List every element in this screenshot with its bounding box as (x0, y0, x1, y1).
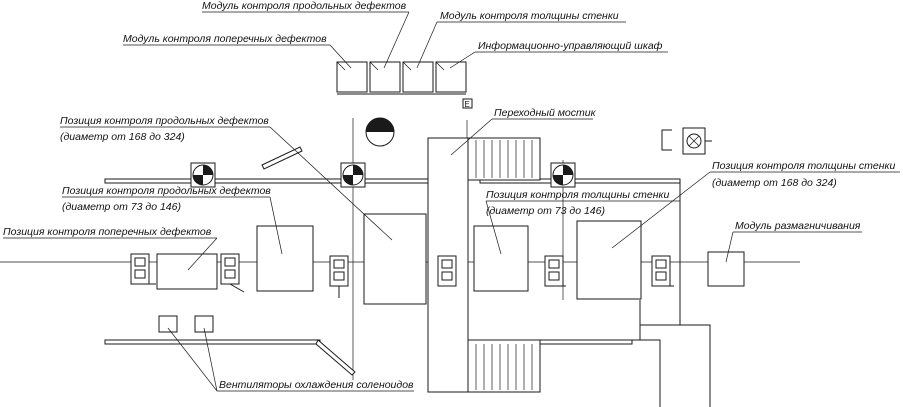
label-transverse-pos: Позиция контроля поперечных дефектов (3, 226, 212, 238)
lower-conveyor-rail (104, 339, 633, 376)
cooling-fan-2 (194, 315, 214, 333)
upper-stair-steps (475, 140, 533, 178)
wall-thickness-module-cabinet (402, 61, 434, 93)
roller-stand-3 (329, 255, 349, 298)
roller-stand-6 (651, 255, 674, 287)
wall-thickness-position-small (473, 225, 529, 292)
gauge-wheel-2 (340, 162, 366, 188)
grid-marker-label: E (465, 100, 470, 109)
roller-stand-5 (544, 255, 566, 287)
lower-stair-steps (475, 344, 533, 390)
label-wall-thickness-module: Модуль контроля толщины стенки (440, 10, 619, 22)
label-bridge: Переходный мостик (494, 107, 597, 119)
label-long-pos-large-line2: (диаметр от 168 до 324) (60, 131, 185, 143)
gauge-wheel-1 (190, 162, 216, 188)
longitudinal-position-large (363, 213, 427, 305)
upper-inclined-chute (261, 146, 303, 170)
label-control-cabinet: Информационно-управляющий шкаф (478, 40, 663, 52)
roller-stand-2 (220, 253, 245, 293)
gauge-wheel-3 (550, 162, 576, 188)
roller-stand-1 (130, 253, 156, 285)
label-wall-pos-small-line1: Позиция контроля толщины стенки (486, 189, 669, 201)
label-long-pos-small-line2: (диаметр от 73 до 146) (62, 201, 181, 213)
label-fans: Вентиляторы охлаждения соленоидов (219, 379, 414, 391)
labels: Модуль контроля продольных дефектов Моду… (3, 0, 895, 391)
leader-lines (3, 11, 900, 392)
cooling-fan-1 (158, 315, 178, 333)
module-cabinets (336, 61, 467, 95)
label-wall-pos-small-line2: (диаметр от 73 до 146) (486, 205, 605, 217)
label-longitudinal-module: Модуль контроля продольных дефектов (202, 0, 407, 12)
longitudinal-position-small (256, 225, 314, 292)
demag-module-block (707, 251, 745, 287)
label-demag-module: Модуль размагничивания (735, 220, 861, 232)
label-transverse-module: Модуль контроля поперечных дефектов (123, 33, 327, 45)
roller-stands (130, 253, 674, 298)
grid-marker: E (462, 98, 473, 109)
lower-inclined-chute (315, 339, 356, 376)
right-side-structure (632, 127, 712, 407)
cooling-fans (158, 315, 214, 333)
reference-circle (365, 117, 395, 147)
fan-unit-icon (682, 127, 712, 155)
label-long-pos-large-line1: Позиция контроля продольных дефектов (60, 115, 269, 127)
label-wall-pos-large-line2: (диаметр от 168 до 324) (712, 177, 837, 189)
roller-stand-4 (437, 255, 457, 287)
label-wall-pos-large-line1: Позиция контроля толщины стенки (712, 160, 895, 172)
transition-bridge (427, 137, 541, 393)
label-long-pos-small-line1: Позиция контроля продольных дефектов (62, 185, 271, 197)
transverse-inspection-position (156, 253, 218, 290)
